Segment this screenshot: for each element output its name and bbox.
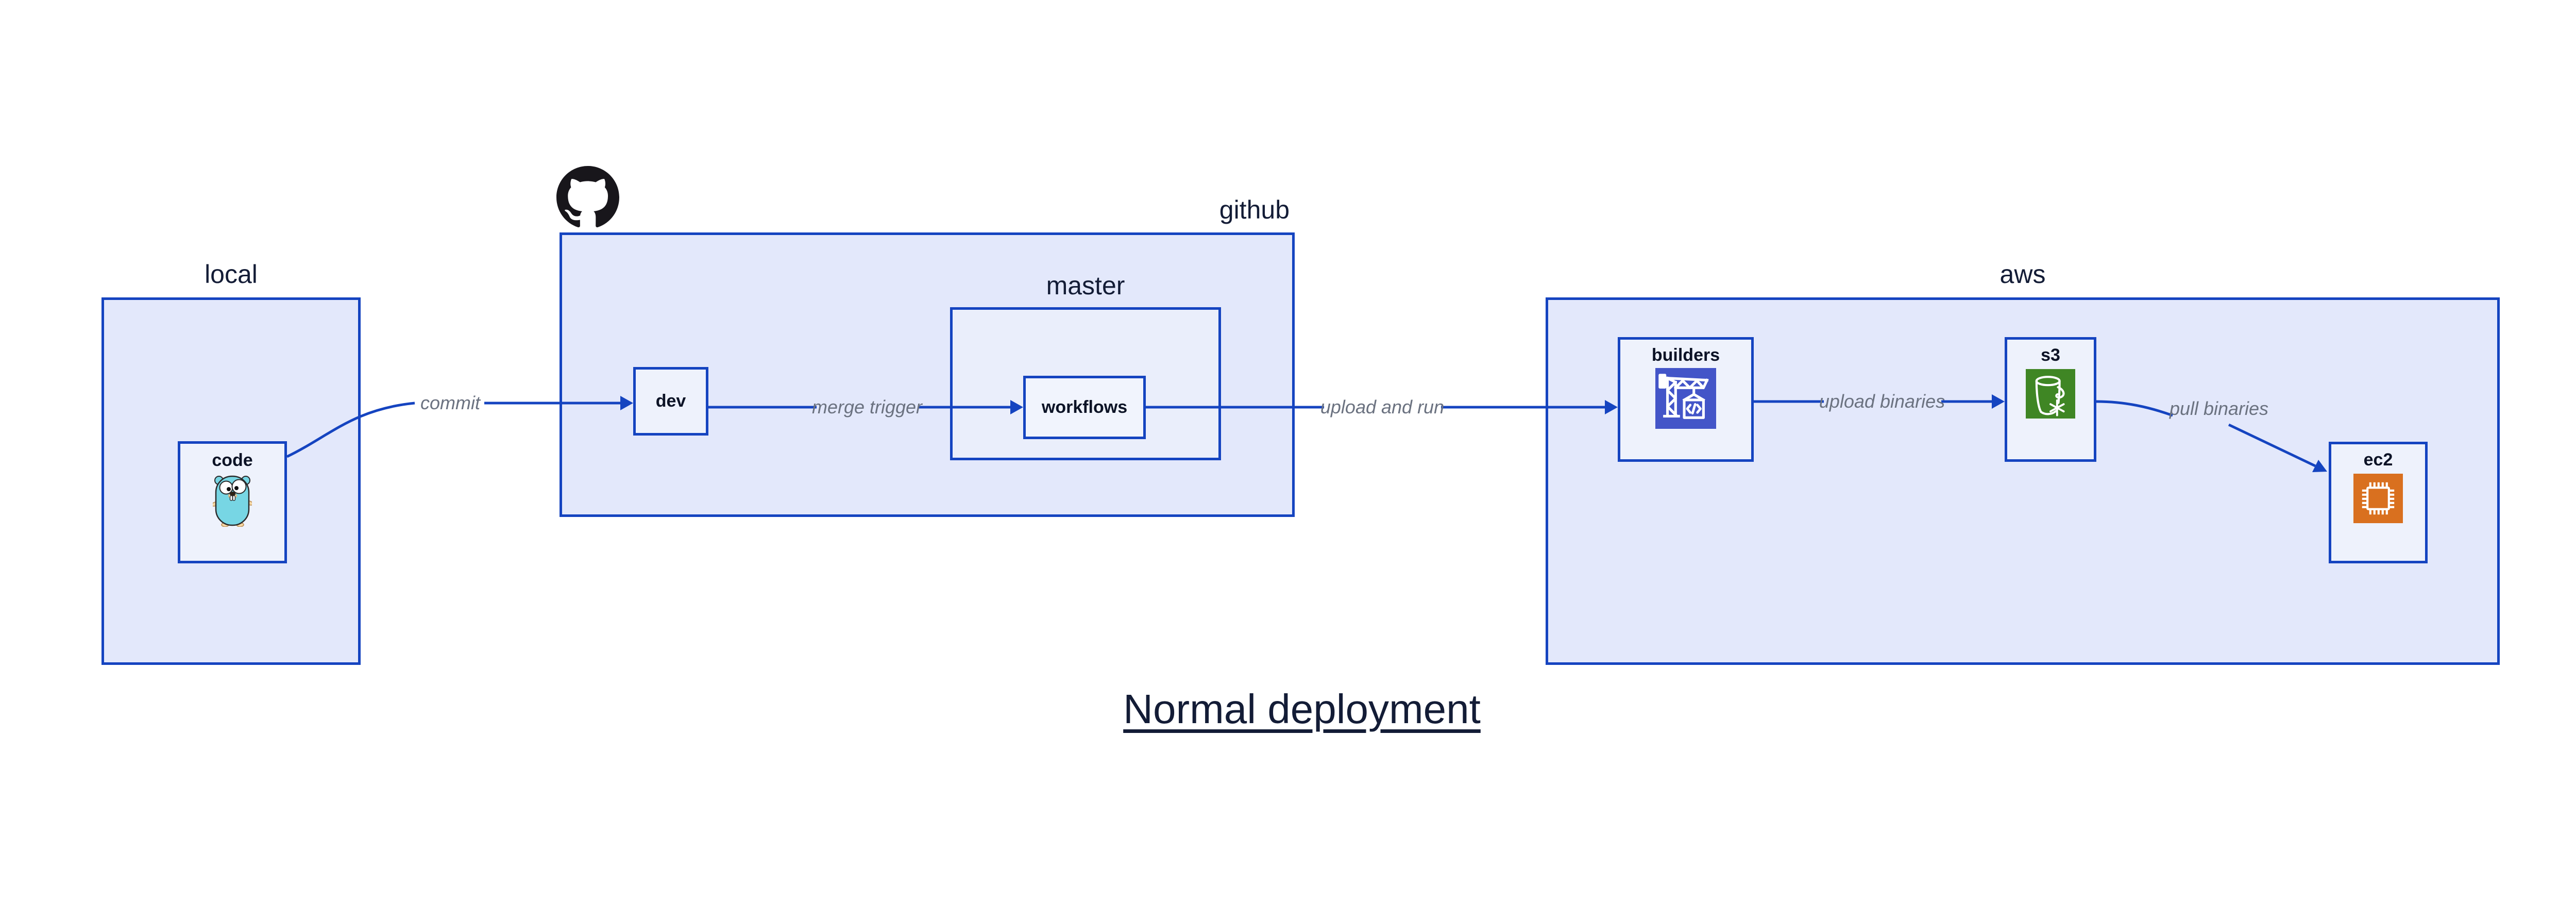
diagram-title: Normal deployment [1123, 686, 1481, 732]
s3-node-label: s3 [2041, 345, 2060, 365]
github-octocat-icon [556, 166, 619, 231]
pull-binaries-edge-label: pull binaries [2169, 398, 2269, 419]
ec2-node: ec2 [2329, 442, 2428, 563]
go-gopher-icon [213, 473, 252, 527]
workflows-node-label: workflows [1041, 397, 1128, 417]
dev-node-label: dev [655, 391, 686, 411]
code-node: code [178, 441, 287, 563]
merge-trigger-edge-label: merge trigger [811, 396, 923, 417]
codebuild-crane-icon [1655, 368, 1716, 429]
upload-binaries-edge-label: upload binaries [1819, 391, 1945, 412]
code-node-label: code [212, 450, 253, 470]
github-container-title: github [1219, 195, 1290, 224]
commit-edge-label: commit [420, 392, 480, 413]
s3-node: s3 [2005, 337, 2096, 462]
builders-node-label: builders [1651, 345, 1720, 365]
master-subcontainer-title: master [1046, 271, 1125, 300]
builders-node: builders [1618, 337, 1754, 462]
aws-container-title: aws [1999, 260, 2046, 289]
s3-glacier-bucket-icon [2026, 369, 2075, 419]
workflows-node: workflows [1023, 376, 1146, 439]
local-container-title: local [205, 260, 258, 289]
ec2-node-label: ec2 [2363, 450, 2393, 470]
upload-and-run-edge-label: upload and run [1320, 396, 1445, 417]
dev-node: dev [633, 367, 708, 436]
ec2-chip-icon [2353, 474, 2403, 524]
